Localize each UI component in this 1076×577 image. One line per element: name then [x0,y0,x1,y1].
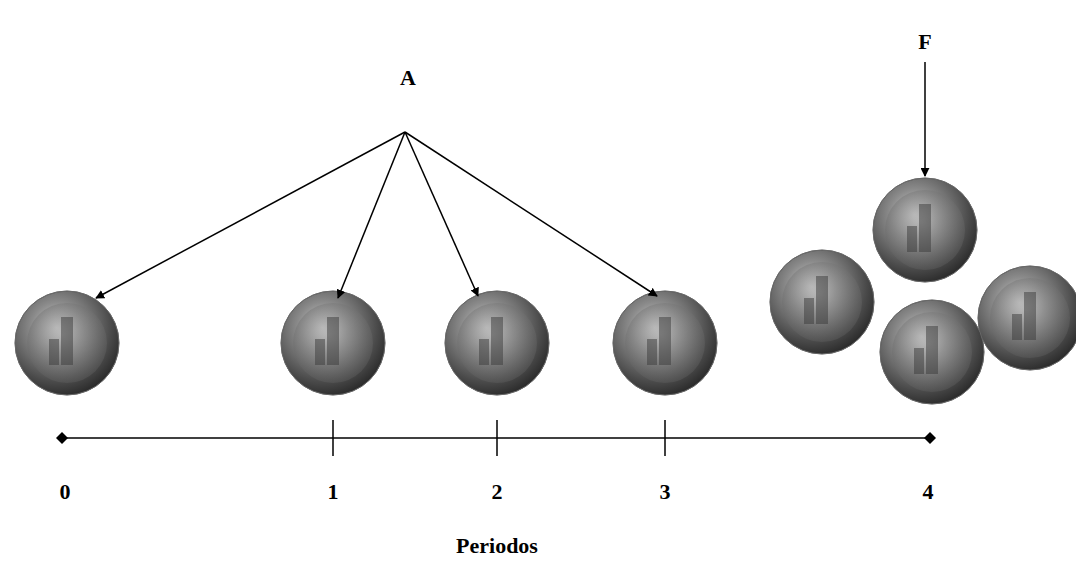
period-number: 4 [923,481,934,503]
arrow [924,62,926,176]
period-number: 2 [492,481,503,503]
timeline [62,420,930,456]
coin [613,291,717,395]
axis-end-marker [56,432,68,444]
arrow-source-label: F [918,31,931,53]
coin [880,300,984,404]
arrow [338,132,405,298]
coin [770,250,874,354]
arrow [405,132,657,296]
tick [332,420,334,456]
axis-line [62,437,930,439]
coin [281,291,385,395]
coin [15,291,119,395]
period-number: 0 [60,481,71,503]
axis-end-marker [924,432,936,444]
coin [978,266,1076,370]
arrows [96,62,925,298]
arrow [96,132,405,298]
period-number: 1 [328,481,339,503]
axis-title: Periodos [456,535,538,557]
coin [873,178,977,282]
tick [496,420,498,456]
arrow-source-label: A [400,67,416,89]
period-number: 3 [660,481,671,503]
tick [664,420,666,456]
coin [445,291,549,395]
